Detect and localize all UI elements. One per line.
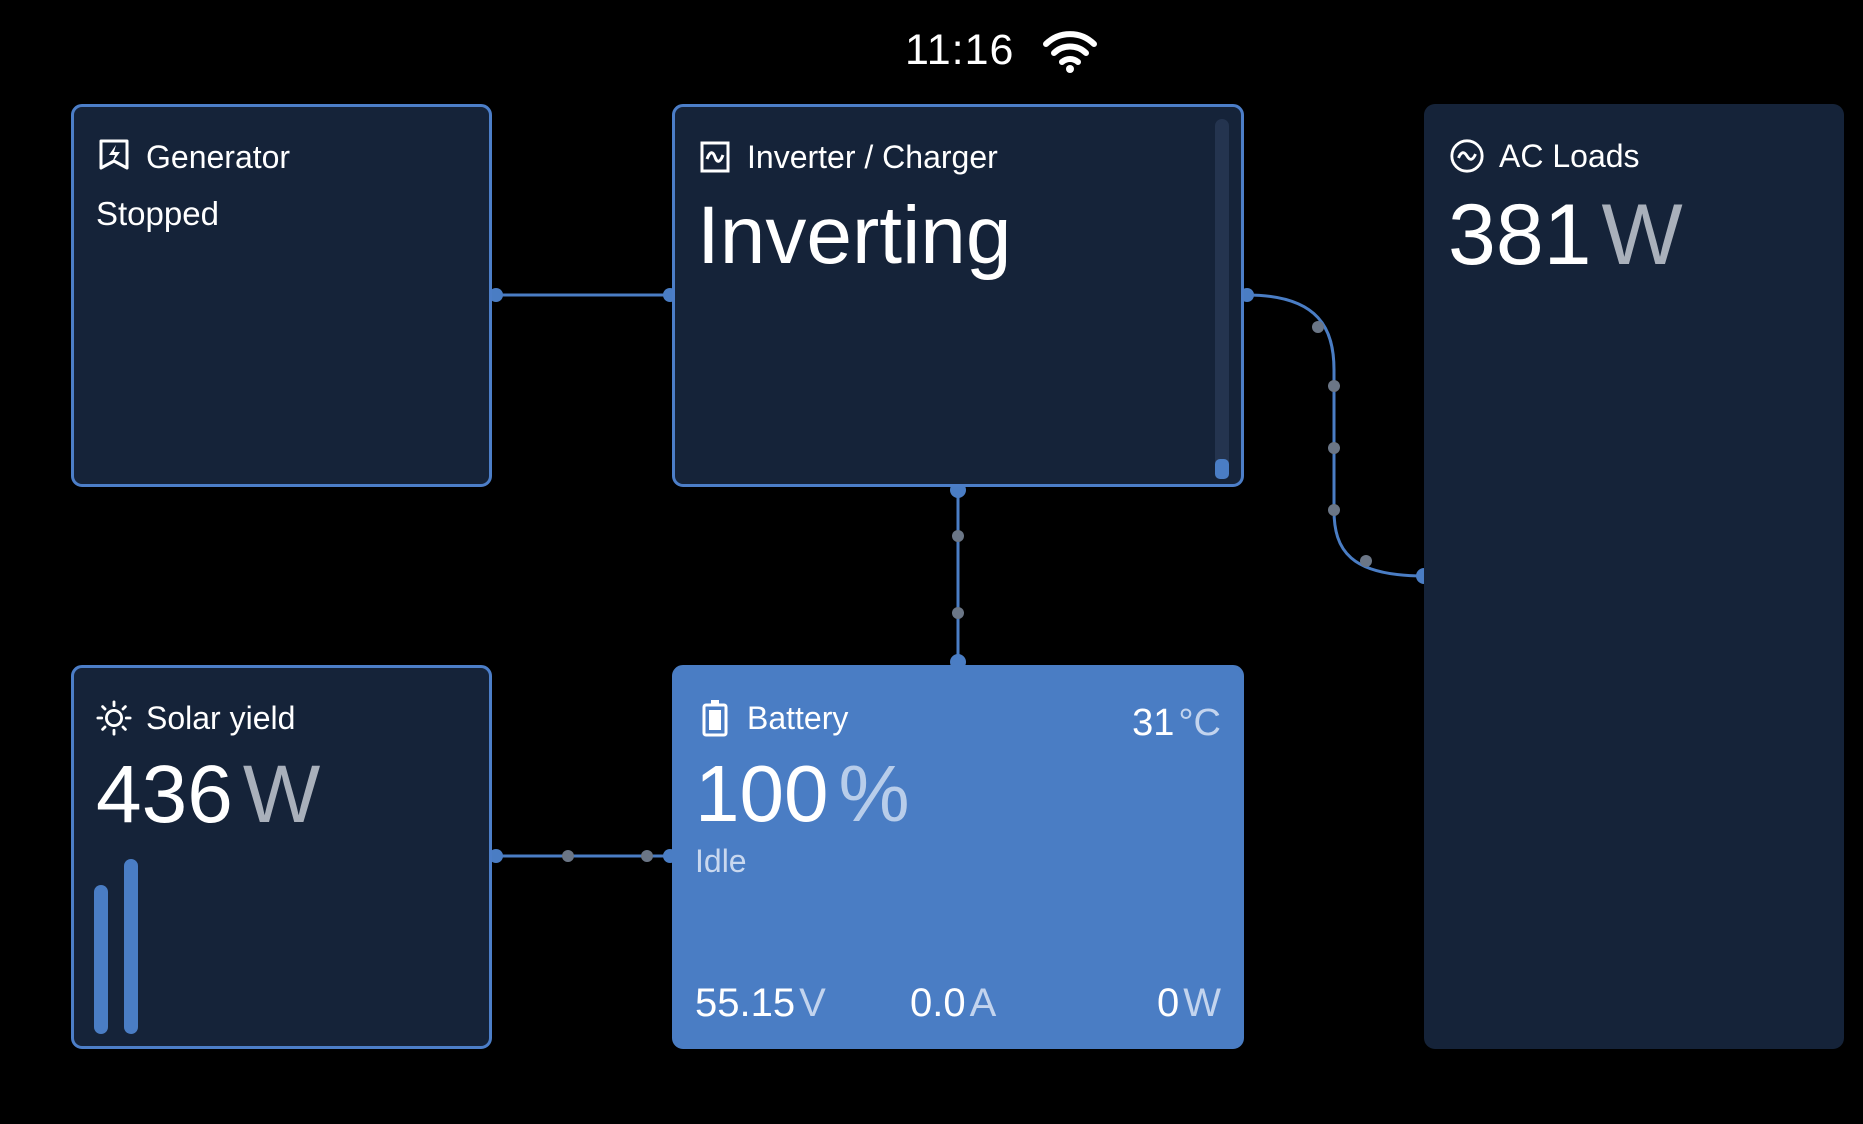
solar-unit: W (242, 749, 321, 840)
battery-voltage-value: 55.15 (695, 981, 796, 1025)
inverter-battery-connector (950, 482, 966, 670)
battery-temperature: 31°C (1132, 702, 1221, 745)
generator-inverter-connector (489, 288, 677, 302)
generator-card[interactable]: Generator Stopped (71, 104, 492, 487)
battery-current-value: 0.0 (910, 981, 966, 1025)
inverter-icon (697, 137, 733, 177)
clock: 11:16 (905, 26, 1015, 74)
wifi-icon (1043, 31, 1097, 73)
battery-power-unit: W (1183, 981, 1221, 1025)
ac-icon (1449, 136, 1485, 176)
battery-current-unit: A (969, 981, 997, 1025)
battery-temperature-unit: °C (1178, 702, 1221, 744)
ac-loads-unit: W (1601, 187, 1683, 283)
solar-battery-connector (489, 849, 677, 863)
battery-voltage-unit: V (799, 981, 826, 1025)
solar-header: Solar yield (96, 696, 295, 740)
battery-soc-value: 100 (695, 749, 829, 838)
sun-icon (96, 698, 132, 738)
inverter-state-text: Inverting (697, 190, 1012, 281)
generator-header: Generator (96, 135, 290, 179)
battery-power-value: 0 (1156, 981, 1180, 1025)
generator-title: Generator (146, 138, 291, 175)
battery-temperature-value: 31 (1132, 702, 1175, 744)
inverter-acloads-connector (1240, 288, 1432, 584)
solar-history-bar (124, 859, 138, 1034)
inverter-state: Inverting (697, 195, 1012, 277)
inverter-charger-card[interactable]: Inverter / Charger Inverting (672, 104, 1244, 487)
generator-icon (96, 137, 132, 177)
ac-loads-title: AC Loads (1499, 137, 1640, 174)
battery-icon (697, 698, 733, 738)
solar-value: 436 (96, 749, 233, 840)
ac-loads-header: AC Loads (1449, 134, 1640, 178)
battery-header: Battery (697, 696, 848, 740)
solar-title: Solar yield (146, 699, 296, 736)
inverter-scroll-thumb[interactable] (1215, 459, 1229, 479)
battery-state: Idle (695, 843, 747, 879)
battery-soc-unit: % (838, 749, 910, 838)
status-bar: 11:16 (0, 20, 1863, 80)
inverter-title: Inverter / Charger (747, 138, 998, 175)
generator-status: Stopped (96, 195, 219, 232)
inverter-header: Inverter / Charger (697, 135, 998, 179)
battery-title: Battery (747, 699, 849, 736)
battery-soc: 100% (695, 754, 910, 834)
solar-history-bar (94, 885, 108, 1034)
ac-loads-value: 381 (1448, 187, 1592, 283)
solar-history-bars (94, 844, 154, 1034)
inverter-scrollbar[interactable] (1215, 119, 1229, 479)
